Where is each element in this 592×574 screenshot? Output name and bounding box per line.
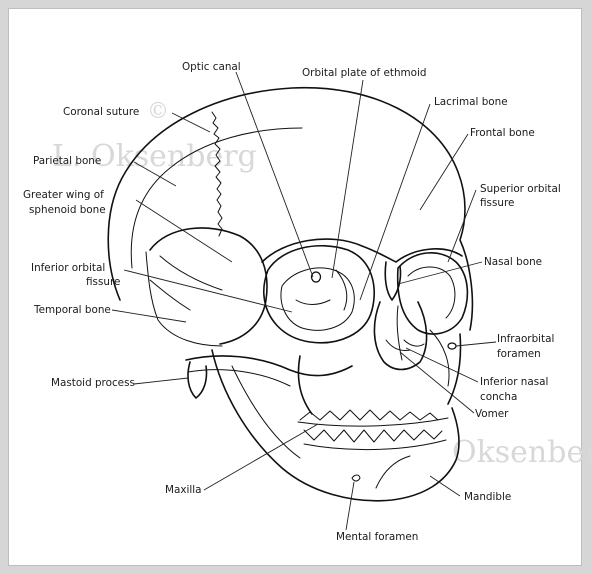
labels: Optic canal Orbital plate of ethmoid Lac…: [23, 61, 561, 543]
temporal-line: [130, 127, 303, 269]
upper-teeth: [299, 409, 439, 421]
temporal-region-outline: [149, 227, 268, 345]
skull-illustration: [107, 86, 474, 502]
watermark-signature-2: Oksenberg: [452, 435, 592, 470]
inferior-concha: [385, 339, 425, 351]
label-temporal: Temporal bone: [33, 304, 111, 316]
label-greater-wing-1: Greater wing of: [23, 189, 104, 201]
label-vomer: Vomer: [475, 408, 509, 420]
nasal-cavity: [373, 301, 428, 371]
label-inf-nasal-1: Inferior nasal: [480, 376, 548, 388]
leader-mental: [345, 481, 355, 531]
leader-inf-orbital: [123, 269, 293, 313]
lower-teeth: [303, 429, 443, 443]
leader-infraorbital: [455, 341, 497, 347]
left-orbit-inner: [280, 267, 355, 331]
zygomatic-arch-lower: [187, 369, 291, 387]
zygomatic-arch: [185, 355, 353, 377]
leader-frontal: [419, 133, 469, 211]
leader-parietal: [133, 161, 177, 187]
maxilla-outline: [297, 333, 462, 415]
mandible-ramus: [231, 365, 301, 459]
nasal-septum: [396, 305, 403, 361]
maxilla-detail: [429, 329, 450, 387]
upper-teeth-line: [297, 417, 449, 427]
leader-lacrimal: [359, 103, 431, 301]
leader-temporal: [111, 309, 187, 323]
label-orbital-plate: Orbital plate of ethmoid: [302, 67, 427, 79]
leader-orbital-plate: [331, 79, 364, 279]
label-infraorbital-2: foramen: [497, 348, 541, 360]
watermark-signature: L. Oksenberg: [52, 139, 257, 174]
left-orbit: [262, 244, 375, 344]
greater-wing-outline: [145, 251, 223, 347]
label-sup-orbital-2: fissure: [480, 197, 514, 209]
leader-lines: [111, 71, 497, 531]
orbital-plate-detail: [295, 269, 348, 311]
chin-detail: [375, 455, 411, 489]
label-greater-wing-2: sphenoid bone: [29, 204, 106, 216]
right-orbit: [396, 252, 469, 335]
label-inf-orbital-1: Inferior orbital: [31, 262, 105, 274]
nasal-bones: [384, 261, 402, 301]
mental-foramen-hole: [351, 474, 361, 482]
label-infraorbital-1: Infraorbital: [497, 333, 554, 345]
label-frontal: Frontal bone: [470, 127, 535, 139]
leader-coronal: [171, 112, 211, 133]
watermark: © L. Oksenberg Oksenberg: [52, 99, 592, 470]
leader-greater-wing: [135, 199, 233, 263]
label-sup-orbital-1: Superior orbital: [480, 183, 561, 195]
temporal-bone-texture: [149, 255, 223, 311]
leader-mandible: [429, 475, 461, 497]
diagram-panel: [8, 8, 582, 566]
label-inf-orbital-2: fissure: [86, 276, 120, 288]
label-mandible: Mandible: [464, 491, 511, 503]
label-mastoid: Mastoid process: [51, 377, 135, 389]
label-lacrimal: Lacrimal bone: [434, 96, 508, 108]
right-orbit-inner: [407, 266, 456, 319]
label-maxilla: Maxilla: [165, 484, 202, 496]
label-optic-canal: Optic canal: [182, 61, 241, 73]
mandible-outline: [211, 349, 460, 502]
infraorbital-foramen-hole: [447, 342, 457, 350]
label-mental: Mental foramen: [336, 531, 418, 543]
leader-mastoid: [133, 377, 189, 385]
leader-nasal: [397, 261, 483, 285]
cranium-outline: [107, 86, 474, 331]
label-nasal: Nasal bone: [484, 256, 542, 268]
optic-canal-hole: [310, 271, 322, 283]
leader-vomer: [399, 351, 475, 414]
coronal-suture: [211, 111, 223, 237]
label-parietal: Parietal bone: [33, 155, 101, 167]
mastoid-process: [187, 361, 208, 399]
leader-maxilla: [203, 423, 319, 491]
lower-teeth-line: [303, 439, 447, 451]
label-coronal: Coronal suture: [63, 106, 139, 118]
leader-optic-canal: [235, 71, 314, 278]
label-inf-nasal-2: concha: [480, 391, 517, 403]
copyright-symbol: ©: [147, 99, 169, 124]
leader-sup-orbital: [447, 189, 477, 263]
leader-inf-nasal: [405, 347, 479, 383]
